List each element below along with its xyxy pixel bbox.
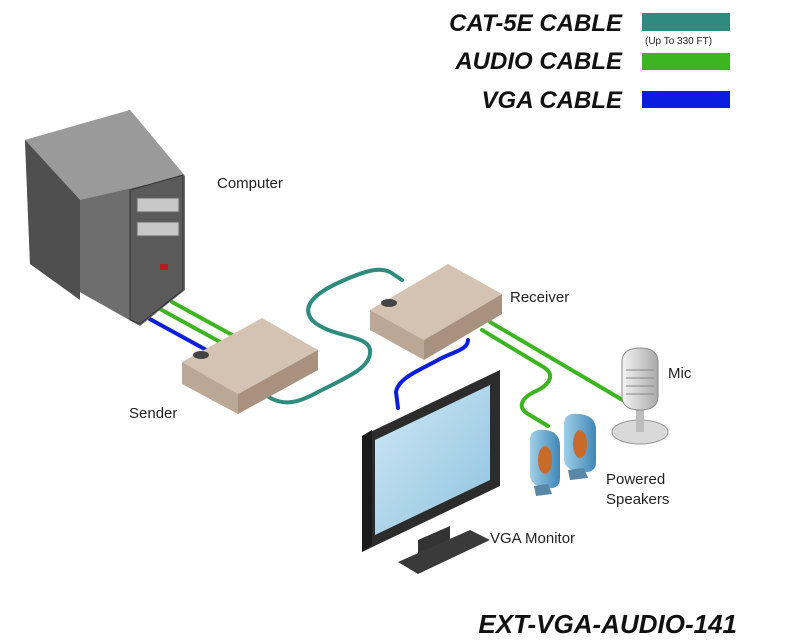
power-led xyxy=(160,264,168,270)
cat5e-cable xyxy=(258,267,404,405)
audio-cable-receiver-speakers xyxy=(480,328,553,428)
vga-cable-receiver-monitor xyxy=(394,338,470,410)
speaker-right-cone-icon xyxy=(573,430,587,458)
monitor-screen xyxy=(375,385,490,535)
drive-bay-1 xyxy=(136,197,180,213)
receiver-box-side xyxy=(424,294,502,360)
legend-cat5e-note: (Up To 330 FT) xyxy=(645,36,712,47)
cables xyxy=(146,267,628,428)
sender-box xyxy=(182,318,318,414)
mic-label: Mic xyxy=(668,365,692,382)
legend: CAT-5E CABLE (Up To 330 FT) AUDIO CABLE … xyxy=(449,10,730,114)
monitor-label: VGA Monitor xyxy=(490,530,575,547)
legend-audio-label: AUDIO CABLE xyxy=(454,48,623,75)
monitor-base xyxy=(398,530,490,574)
receiver-box-front xyxy=(370,310,424,360)
sender-box-side xyxy=(238,350,318,414)
legend-audio-swatch xyxy=(642,53,730,70)
receiver-box xyxy=(370,264,502,360)
speaker-left-cone-icon xyxy=(538,446,552,474)
drive-bay-2 xyxy=(136,221,180,237)
computer-tower-side xyxy=(25,140,80,300)
monitor-bezel-side xyxy=(362,430,372,552)
mic-head xyxy=(621,347,659,411)
legend-vga-label: VGA CABLE xyxy=(482,87,623,114)
audio-cable-computer-sender-1 xyxy=(158,307,224,345)
receiver-label: Receiver xyxy=(510,289,569,306)
speaker-left-stand xyxy=(534,484,552,496)
speakers-label-line2: Speakers xyxy=(606,491,669,508)
vga-monitor xyxy=(362,370,500,574)
legend-cat5e-label: CAT-5E CABLE xyxy=(449,10,623,37)
model-number: EXT-VGA-AUDIO-141 xyxy=(478,609,737,639)
computer-label: Computer xyxy=(217,175,283,192)
sender-label: Sender xyxy=(129,405,177,422)
computer-tower xyxy=(25,110,185,326)
mic-stand xyxy=(636,398,644,432)
speaker-right-stand xyxy=(568,468,588,480)
sender-logo-icon xyxy=(193,351,209,359)
microphone xyxy=(611,347,669,445)
speakers-label-line1: Powered xyxy=(606,471,665,488)
legend-vga-swatch xyxy=(642,91,730,108)
computer-tower-top xyxy=(25,110,185,200)
receiver-logo-icon xyxy=(381,299,397,307)
audio-cable-receiver-mic xyxy=(488,320,628,404)
vga-cable-computer-sender xyxy=(146,316,212,354)
audio-cable-computer-sender-2 xyxy=(170,300,236,338)
sender-box-front xyxy=(182,362,238,414)
sender-box-top xyxy=(182,318,318,394)
powered-speakers xyxy=(530,413,596,496)
legend-cat5e-swatch xyxy=(642,13,730,31)
receiver-box-top xyxy=(370,264,502,340)
